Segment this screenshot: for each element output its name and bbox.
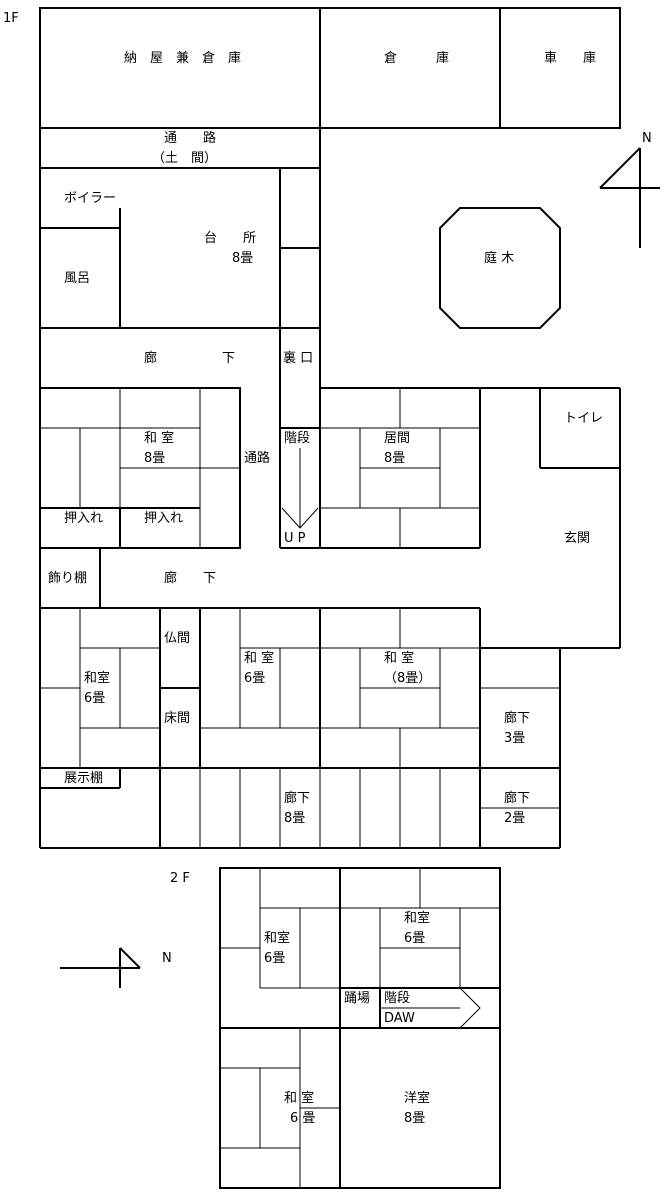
room-label-kitchen: 台 所 <box>204 231 256 246</box>
room-label-entrance: 玄関 <box>564 531 590 546</box>
room-label-2f-western: 洋室 <box>404 1090 430 1106</box>
room-label-2f-washitsu-a: 和室 <box>264 930 290 946</box>
room-label-closet-b: 押入れ <box>144 511 183 526</box>
room-label-2f-washitsu-c-size: 6 畳 <box>290 1111 315 1126</box>
room-label-washitsu-a-size: 8畳 <box>144 451 165 466</box>
north-label-1f: N <box>642 131 652 146</box>
room-label-corridor-b: 廊 下 <box>164 570 216 586</box>
garden-tree-symbol <box>439 207 561 329</box>
room-label-storehouse: 倉 庫 <box>384 51 449 66</box>
room-label-corridor-c: 廊下 <box>504 710 530 726</box>
room-label-washitsu-b: 和室 <box>84 670 110 686</box>
room-label-passage-mid: 通路 <box>244 450 270 466</box>
room-label-2f-landing: 踊場 <box>344 991 370 1006</box>
room-label-2f-washitsu-b: 和室 <box>404 910 430 926</box>
room-label-altar: 仏間 <box>164 631 190 646</box>
room-label-passage-top-sub: （土 間） <box>152 151 217 166</box>
room-label-closet-a: 押入れ <box>64 511 103 526</box>
room-label-up: U P <box>284 531 306 546</box>
room-label-kitchen-size: 8畳 <box>232 251 253 266</box>
room-label-2f-western-size: 8畳 <box>404 1111 425 1126</box>
room-label-living-size: 8畳 <box>384 451 405 466</box>
room-label-back-door: 裏 口 <box>283 351 313 366</box>
room-label-corridor-e-size: 2畳 <box>504 811 525 826</box>
north-arrow-icon <box>599 147 660 248</box>
second-floor: 2 F N 和室 <box>60 867 501 1189</box>
room-label-corridor-e: 廊下 <box>504 790 530 806</box>
room-label-corridor-d-size: 8畳 <box>284 811 305 826</box>
room-label-bath: 風呂 <box>64 271 90 286</box>
room-label-corridor-c-size: 3畳 <box>504 731 525 746</box>
room-label-display-shelf: 展示棚 <box>64 771 103 786</box>
room-label-storehouse-barn: 納 屋 兼 倉 庫 <box>124 51 241 66</box>
room-label-decor-shelf: 飾り棚 <box>48 571 87 586</box>
room-label-tokonoma: 床間 <box>164 711 190 726</box>
room-label-living: 居間 <box>384 431 410 446</box>
floor-label-2f: 2 F <box>170 871 190 886</box>
room-label-2f-washitsu-a-size: 6畳 <box>264 951 285 966</box>
room-label-washitsu-d-size: （8畳） <box>384 671 431 686</box>
room-label-washitsu-a: 和 室 <box>144 430 174 446</box>
room-label-corridor-d: 廊下 <box>284 790 310 806</box>
room-label-washitsu-c: 和 室 <box>244 650 274 666</box>
room-label-2f-down: DAW <box>384 1011 415 1026</box>
room-label-2f-stairs: 階段 <box>384 991 410 1006</box>
room-label-stairs-1f: 階段 <box>284 431 310 446</box>
room-label-2f-washitsu-b-size: 6畳 <box>404 931 425 946</box>
floor-label-1f: 1F <box>3 11 19 26</box>
room-label-corridor-a: 廊 下 <box>144 350 235 366</box>
north-arrow-2f-icon <box>60 947 141 988</box>
room-label-garage: 車 庫 <box>544 51 596 66</box>
room-label-2f-washitsu-c: 和 室 <box>284 1090 314 1106</box>
room-label-washitsu-c-size: 6畳 <box>244 671 265 686</box>
north-label-2f: N <box>162 951 172 966</box>
room-label-washitsu-b-size: 6畳 <box>84 691 105 706</box>
room-label-boiler: ボイラー <box>64 191 116 206</box>
room-label-passage-top: 通 路 <box>164 130 216 146</box>
room-label-washitsu-d: 和 室 <box>384 650 414 666</box>
first-floor: 1F <box>3 7 660 849</box>
room-label-garden-tree: 庭 木 <box>484 250 514 266</box>
room-label-toilet: トイレ <box>564 411 603 426</box>
